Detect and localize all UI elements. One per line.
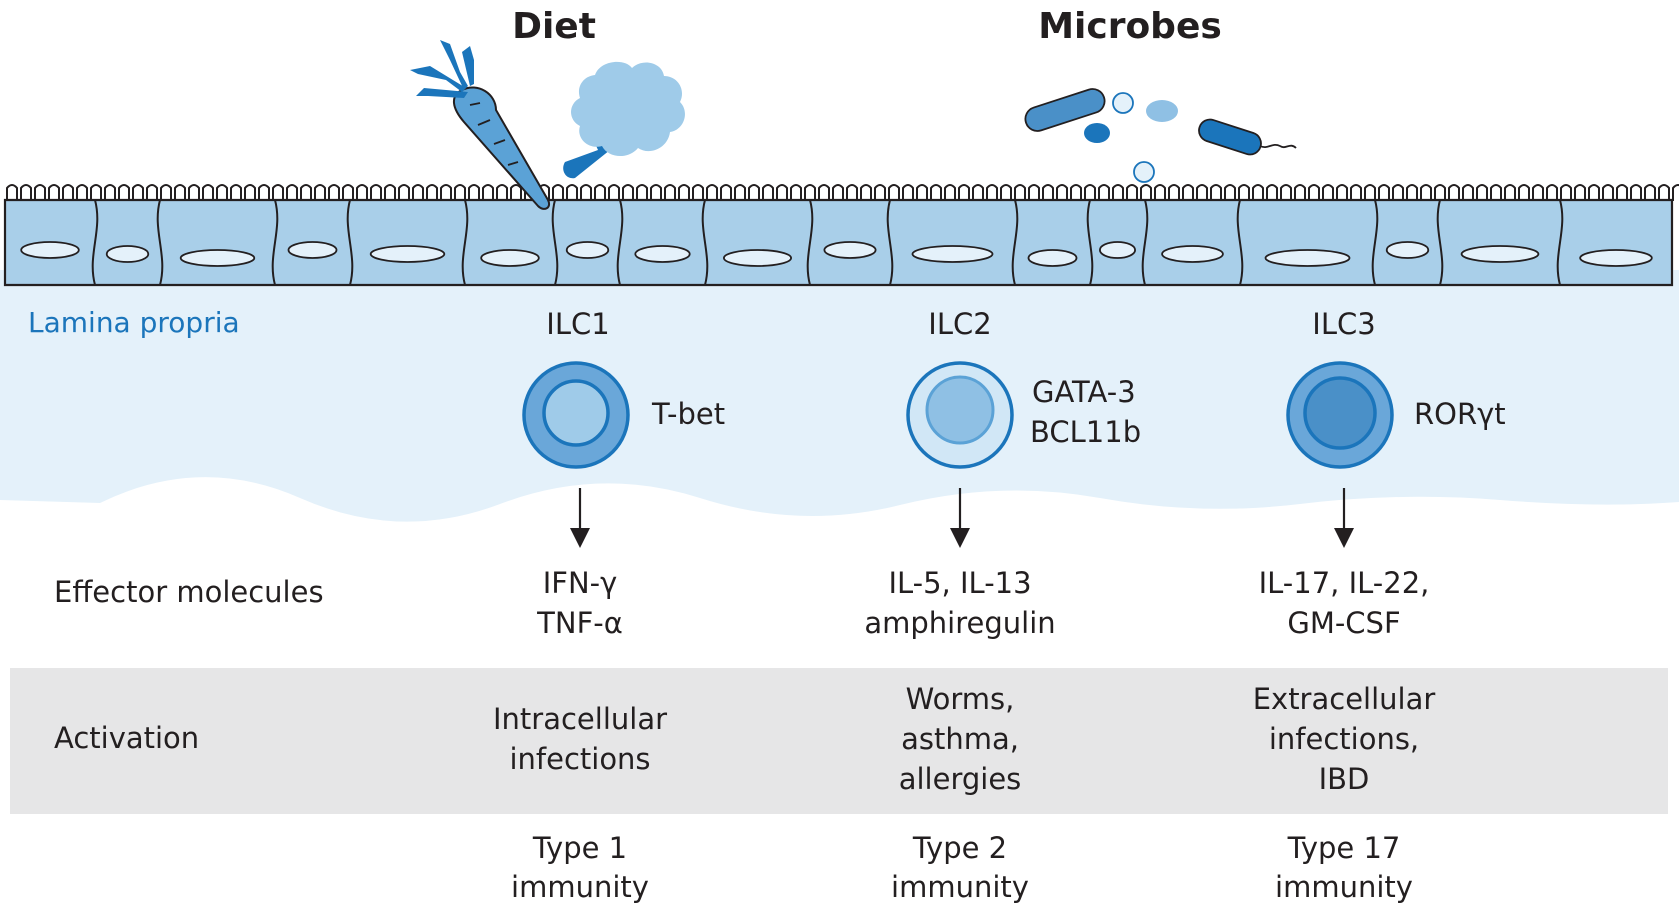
ilc3-arrow	[1334, 488, 1354, 548]
cell-border	[1086, 199, 1094, 286]
cell-nucleus	[823, 241, 877, 259]
cell-border	[156, 199, 164, 286]
cell-nucleus	[1264, 249, 1351, 267]
epithelial-nuclei	[20, 241, 1653, 267]
ilc3-transcription-factor: RORγt	[1414, 397, 1506, 431]
cell-border	[346, 199, 354, 286]
lamina-propria-label: Lamina propria	[28, 306, 240, 339]
cell-nucleus	[1027, 249, 1078, 267]
cell-border	[551, 199, 559, 286]
ilc3-activation-2: infections,	[1268, 722, 1420, 756]
carrot-icon	[410, 40, 550, 210]
ilc1-immunity-2: immunity	[511, 870, 649, 904]
effector-molecules-label: Effector molecules	[54, 575, 324, 609]
cell-nucleus	[105, 245, 150, 263]
cell-nucleus	[634, 245, 691, 263]
ilc2-activation-3: allergies	[898, 762, 1022, 796]
cell-borders	[91, 199, 1564, 286]
activation-band	[10, 668, 1668, 814]
cell-border	[461, 199, 469, 286]
cell-border	[1436, 199, 1444, 286]
cell-nucleus	[911, 245, 994, 263]
cell-nucleus	[20, 241, 80, 259]
ilc1-name: ILC1	[546, 307, 610, 341]
ilc1-arrow	[570, 488, 590, 548]
cell-border	[271, 199, 279, 286]
broccoli-icon	[563, 61, 685, 179]
ilc3-name: ILC3	[1312, 307, 1376, 341]
ilc2-name: ILC2	[928, 307, 992, 341]
cell-border	[1371, 199, 1379, 286]
cell-nucleus	[1579, 249, 1653, 267]
microbes-icon	[1024, 88, 1297, 183]
ilc2-immunity-2: immunity	[891, 870, 1029, 904]
ilc1-immunity-1: Type 1	[532, 831, 628, 865]
ilc3-effector-2: GM-CSF	[1287, 606, 1401, 640]
cell-border	[1141, 199, 1149, 286]
ilc1-activation-2: infections	[509, 742, 651, 776]
ilc2-transcription-factor-2: BCL11b	[1030, 415, 1142, 449]
cell-nucleus	[565, 241, 610, 259]
cell-nucleus	[287, 241, 338, 259]
cell-border	[1236, 199, 1244, 286]
cell-nucleus	[1460, 245, 1540, 263]
ilc3-activation-1: Extracellular	[1252, 682, 1436, 716]
epithelium	[3, 184, 1679, 287]
ilc2-activation-2: asthma,	[901, 722, 1019, 756]
cell-border	[1011, 199, 1019, 286]
microvilli	[5, 184, 1679, 201]
ilc2-cell	[906, 361, 1014, 469]
cell-border	[806, 199, 814, 286]
ilc1-cell	[522, 361, 630, 469]
cell-nucleus	[369, 245, 446, 263]
cell-nucleus	[723, 249, 793, 267]
ilc3-activation-3: IBD	[1318, 762, 1370, 796]
ilc1-effector-2: TNF-α	[537, 606, 623, 640]
lamina-propria-band	[0, 270, 1679, 522]
ilc3-immunity-2: immunity	[1275, 870, 1413, 904]
microbes-title: Microbes	[1038, 6, 1222, 47]
cell-nucleus	[179, 249, 256, 267]
cell-border	[701, 199, 709, 286]
cell-border	[1556, 199, 1564, 286]
ilc1-effector-1: IFN-γ	[542, 566, 618, 600]
cell-border	[886, 199, 894, 286]
ilc3-effector-1: IL-17, IL-22,	[1258, 566, 1430, 600]
ilc1-activation-1: Intracellular	[492, 702, 668, 736]
diet-title: Diet	[512, 6, 596, 47]
ilc2-immunity-1: Type 2	[912, 831, 1008, 865]
cell-nucleus	[480, 249, 540, 267]
cell-nucleus	[1161, 245, 1224, 263]
cell-nucleus	[1385, 241, 1430, 259]
activation-label: Activation	[54, 721, 200, 755]
ilc2-activation-1: Worms,	[905, 682, 1015, 716]
cell-border	[91, 199, 99, 286]
cell-border	[616, 199, 624, 286]
ilc3-immunity-1: Type 17	[1287, 831, 1401, 865]
ilc3-cell	[1286, 361, 1394, 469]
ilc2-effector-2: amphiregulin	[864, 606, 1056, 640]
ilc1-transcription-factor: T-bet	[652, 397, 726, 431]
ilc2-effector-1: IL-5, IL-13	[888, 566, 1032, 600]
ilc2-transcription-factor-1: GATA-3	[1032, 375, 1136, 409]
ilc2-arrow	[950, 488, 970, 548]
cell-nucleus	[1099, 241, 1137, 259]
